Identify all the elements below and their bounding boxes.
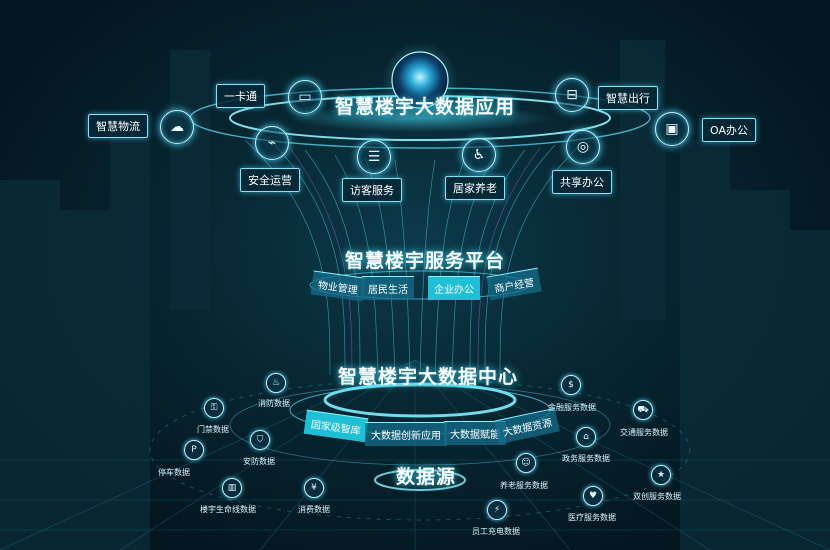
- source-security[interactable]: 安防数据: [243, 457, 275, 466]
- source-elderly[interactable]: 养老服务数据: [500, 481, 548, 490]
- innovation-icon[interactable]: ★: [651, 465, 671, 485]
- medical-icon[interactable]: ♥: [583, 486, 603, 506]
- app-chip-security-ops[interactable]: 安全运营: [240, 168, 300, 192]
- monitor-chart-icon[interactable]: ⌁: [255, 126, 289, 160]
- app-layer-title: 智慧楼宇大数据应用: [335, 96, 516, 118]
- app-chip-elderly-care[interactable]: 居家养老: [445, 176, 505, 200]
- source-layer-title: 数据源: [396, 466, 457, 488]
- app-chip-mobility[interactable]: 智慧出行: [598, 86, 658, 110]
- shared-screen-icon[interactable]: ◎: [566, 130, 600, 164]
- id-card-icon[interactable]: ▣: [655, 112, 689, 146]
- platform-layer-title: 智慧楼宇服务平台: [345, 250, 506, 272]
- center-segment-innovation[interactable]: 大数据创新应用: [365, 422, 447, 446]
- wheelchair-icon[interactable]: ♿: [462, 138, 496, 172]
- traffic-icon[interactable]: ⛟: [633, 400, 653, 420]
- source-building-lifeline[interactable]: 楼宇生命线数据: [200, 505, 256, 514]
- visitor-card-icon[interactable]: ☰: [357, 140, 391, 174]
- fire-data-icon[interactable]: ♨: [266, 373, 286, 393]
- source-innovation[interactable]: 双创服务数据: [633, 492, 681, 501]
- parking-icon[interactable]: P: [184, 440, 204, 460]
- center-segment-empowerment[interactable]: 大数据赋能: [444, 421, 506, 445]
- platform-segment-residents[interactable]: 居民生活: [362, 276, 414, 300]
- consumption-icon[interactable]: ¥: [304, 478, 324, 498]
- elderly-icon[interactable]: ☺: [516, 453, 536, 473]
- government-icon[interactable]: ⌂: [576, 427, 596, 447]
- cloud-truck-icon[interactable]: ☁: [160, 110, 194, 144]
- source-medical[interactable]: 医疗服务数据: [568, 513, 616, 522]
- source-fire[interactable]: 消防数据: [258, 399, 290, 408]
- app-chip-visitor[interactable]: 访客服务: [342, 178, 402, 202]
- charging-icon[interactable]: ⚡: [487, 500, 507, 520]
- app-chip-oa[interactable]: OA办公: [702, 118, 756, 142]
- source-charging[interactable]: 员工充电数据: [472, 527, 520, 536]
- source-finance[interactable]: 金融服务数据: [548, 403, 596, 412]
- app-chip-card[interactable]: 一卡通: [216, 84, 265, 108]
- funnel-lines-violet: [289, 147, 541, 376]
- skyline: [0, 40, 830, 550]
- platform-segment-enterprise[interactable]: 企业办公: [428, 276, 480, 300]
- source-traffic[interactable]: 交通服务数据: [620, 428, 668, 437]
- source-consumption[interactable]: 消费数据: [298, 505, 330, 514]
- bus-icon[interactable]: ⊟: [555, 78, 589, 112]
- globe-orb: [391, 51, 449, 109]
- app-chip-shared-office[interactable]: 共享办公: [552, 170, 612, 194]
- finance-icon[interactable]: $: [561, 375, 581, 395]
- security-shield-icon[interactable]: ⛉: [250, 430, 270, 450]
- floor-grid: [0, 359, 830, 550]
- access-control-icon[interactable]: ⚿: [204, 398, 224, 418]
- card-icon[interactable]: ▭: [288, 80, 322, 114]
- center-layer-title: 智慧楼宇大数据中心: [338, 366, 519, 388]
- source-government[interactable]: 政务服务数据: [562, 454, 610, 463]
- source-access[interactable]: 门禁数据: [197, 425, 229, 434]
- building-icon[interactable]: ▥: [222, 478, 242, 498]
- source-parking[interactable]: 停车数据: [158, 468, 190, 477]
- app-chip-logistics[interactable]: 智慧物流: [88, 114, 148, 138]
